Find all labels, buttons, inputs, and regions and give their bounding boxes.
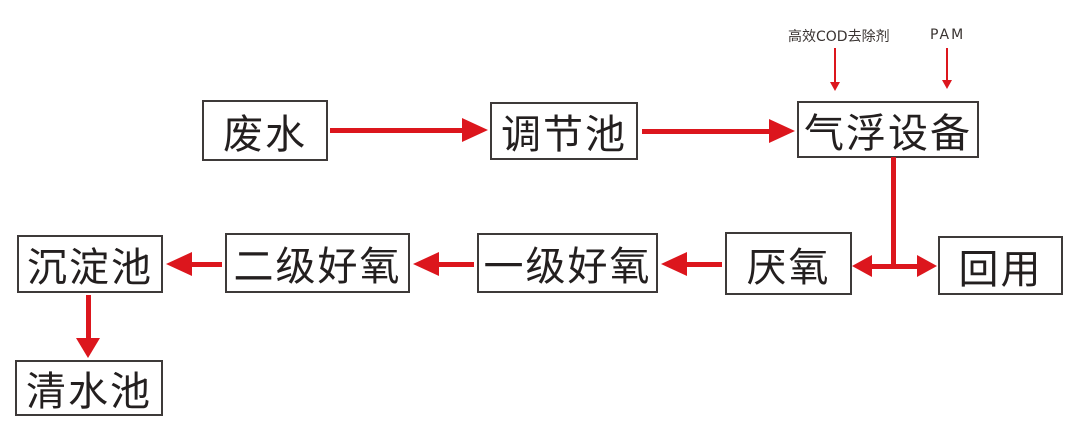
arrow-anaerobic-to-primary-aerobic xyxy=(661,250,722,278)
arrow-wastewater-to-regulating-tank xyxy=(330,116,488,144)
node-anaerobic: 厌氧 xyxy=(725,232,852,295)
arrow-primary-to-secondary-aerobic xyxy=(413,250,474,278)
node-reuse: 回用 xyxy=(938,236,1063,295)
node-primary-aerobic: 一级好氧 xyxy=(477,233,658,293)
arrowhead-right xyxy=(917,255,937,277)
dosing-arrow-pam-icon xyxy=(941,48,953,89)
node-wastewater: 废水 xyxy=(202,100,328,161)
node-clean-water-tank: 清水池 xyxy=(15,360,163,416)
arrow-split-anaerobic-and-reuse xyxy=(852,252,937,280)
node-regulating-tank: 调节池 xyxy=(490,102,638,160)
annotation-pam: PAM xyxy=(930,27,966,43)
annotation-cod-remover: 高效COD去除剂 xyxy=(788,29,890,45)
node-secondary-aerobic: 二级好氧 xyxy=(225,233,410,293)
node-sedimentation-tank: 沉淀池 xyxy=(17,235,163,293)
connector-air-flotation-down xyxy=(891,157,896,268)
node-air-flotation: 气浮设备 xyxy=(797,101,979,158)
arrow-sedimentation-to-clean-water xyxy=(73,295,103,358)
dosing-arrow-cod-icon xyxy=(829,48,841,91)
arrow-secondary-aerobic-to-sedimentation xyxy=(166,250,222,278)
arrow-regulating-tank-to-air-flotation xyxy=(642,117,795,145)
